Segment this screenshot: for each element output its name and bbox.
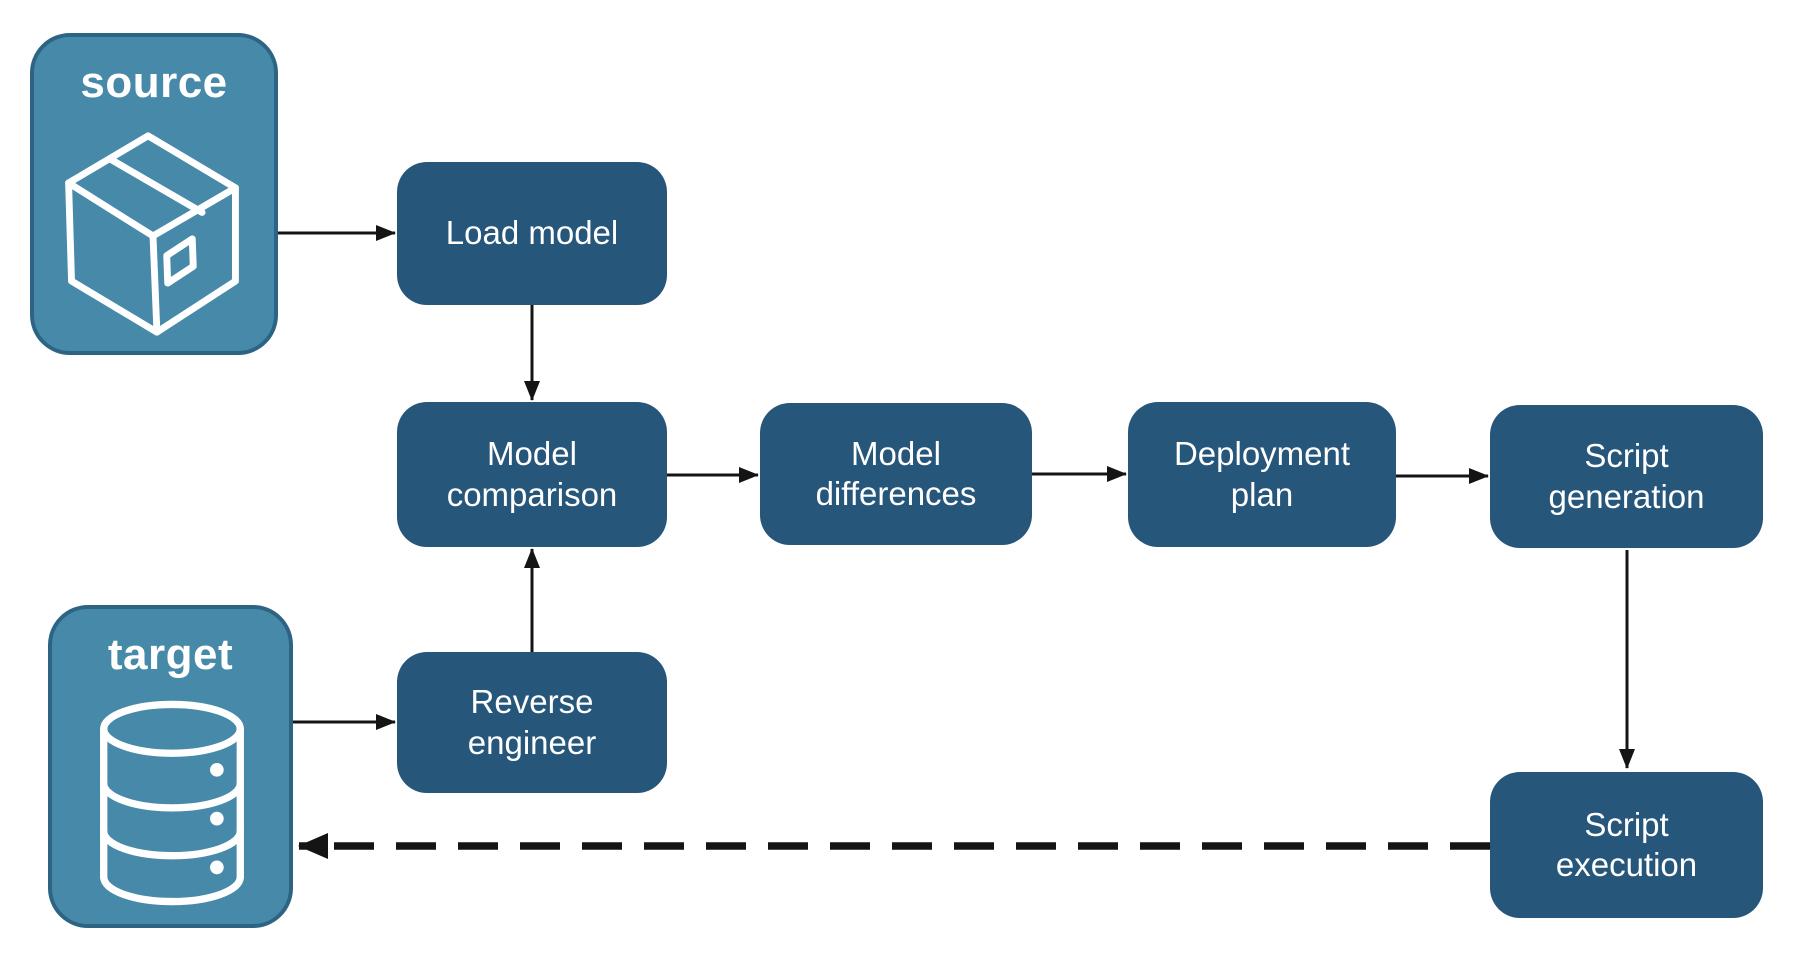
node-script-generation-label: Script generation (1548, 437, 1705, 515)
package-icon (65, 132, 239, 336)
source-label: source (80, 58, 228, 107)
node-script-execution-label: Script execution (1555, 805, 1698, 883)
node-deployment-plan: Deployment plan (1128, 402, 1396, 547)
node-script-execution: Script execution (1490, 772, 1763, 918)
database-icon (100, 700, 244, 906)
node-load-model: Load model (397, 162, 667, 305)
target-container: target (48, 605, 293, 928)
target-label: target (107, 630, 234, 679)
node-deployment-plan-label: Deployment plan (1173, 435, 1351, 513)
node-reverse-engineer: Reverse engineer (397, 652, 667, 793)
node-reverse-engineer-label: Reverse engineer (467, 683, 597, 761)
node-model-comparison: Model comparison (397, 402, 667, 547)
node-model-differences: Model differences (760, 403, 1032, 545)
node-load-model-label: Load model (445, 214, 619, 252)
node-model-comparison-label: Model comparison (446, 435, 618, 513)
node-script-generation: Script generation (1490, 405, 1763, 548)
node-model-differences-label: Model differences (815, 434, 977, 512)
